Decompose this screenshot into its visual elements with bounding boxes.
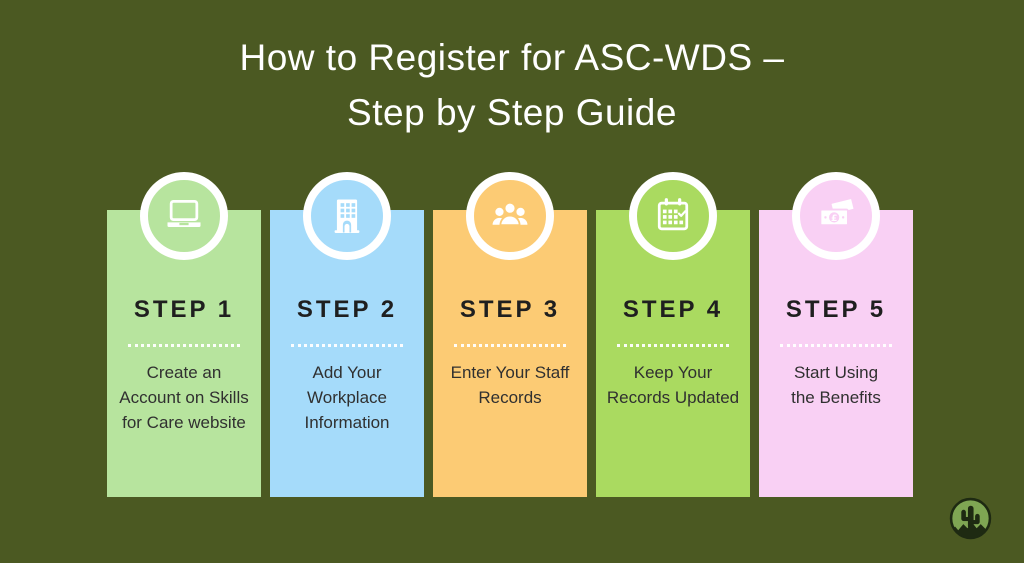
step-card-3: STEP 3 Enter Your Staff Records xyxy=(433,172,587,497)
dotted-divider xyxy=(780,344,892,347)
step-5-description: Start Using the Benefits xyxy=(791,363,881,407)
step-4-description: Keep Your Records Updated xyxy=(606,363,740,407)
step-1-label: STEP 1 xyxy=(133,296,235,323)
svg-text:£: £ xyxy=(831,213,837,224)
calendar-icon xyxy=(651,194,695,238)
step-card-1: STEP 1 Create an Account on Skills for C… xyxy=(107,172,261,497)
dotted-divider xyxy=(128,344,240,347)
page-title-line-2: Step by Step Guide xyxy=(347,92,677,133)
step-1-icon-badge xyxy=(140,172,228,260)
step-3-label: STEP 3 xyxy=(459,296,561,323)
step-card-2: STEP 2 Add Your Workplace Information xyxy=(270,172,424,497)
cactus-logo xyxy=(948,496,993,541)
step-4-icon-badge xyxy=(629,172,717,260)
step-1-description: Create an Account on Skills for Care web… xyxy=(119,363,249,432)
step-2-icon-badge xyxy=(303,172,391,260)
step-5-label: STEP 5 xyxy=(785,296,887,323)
dotted-divider xyxy=(617,344,729,347)
step-3-description: Enter Your Staff Records xyxy=(450,363,570,407)
step-2-description: Add Your Workplace Information xyxy=(304,363,390,432)
step-card-4: STEP 4 Keep Your Records Updated xyxy=(596,172,750,497)
dotted-divider xyxy=(454,344,566,347)
step-5-icon-badge: £ xyxy=(792,172,880,260)
step-2-label: STEP 2 xyxy=(296,296,398,323)
steps-row: STEP 1 Create an Account on Skills for C… xyxy=(107,172,913,497)
page-title-line-1: How to Register for ASC-WDS – xyxy=(239,37,785,78)
page-title: How to Register for ASC-WDS – Step by St… xyxy=(0,0,1024,140)
laptop-icon xyxy=(162,194,206,238)
step-3-icon-badge xyxy=(466,172,554,260)
money-icon: £ xyxy=(814,194,858,238)
step-4-label: STEP 4 xyxy=(622,296,724,323)
dotted-divider xyxy=(291,344,403,347)
building-icon xyxy=(325,194,369,238)
step-card-5: £ STEP 5 Start Using the Benefits xyxy=(759,172,913,497)
people-icon xyxy=(488,194,532,238)
